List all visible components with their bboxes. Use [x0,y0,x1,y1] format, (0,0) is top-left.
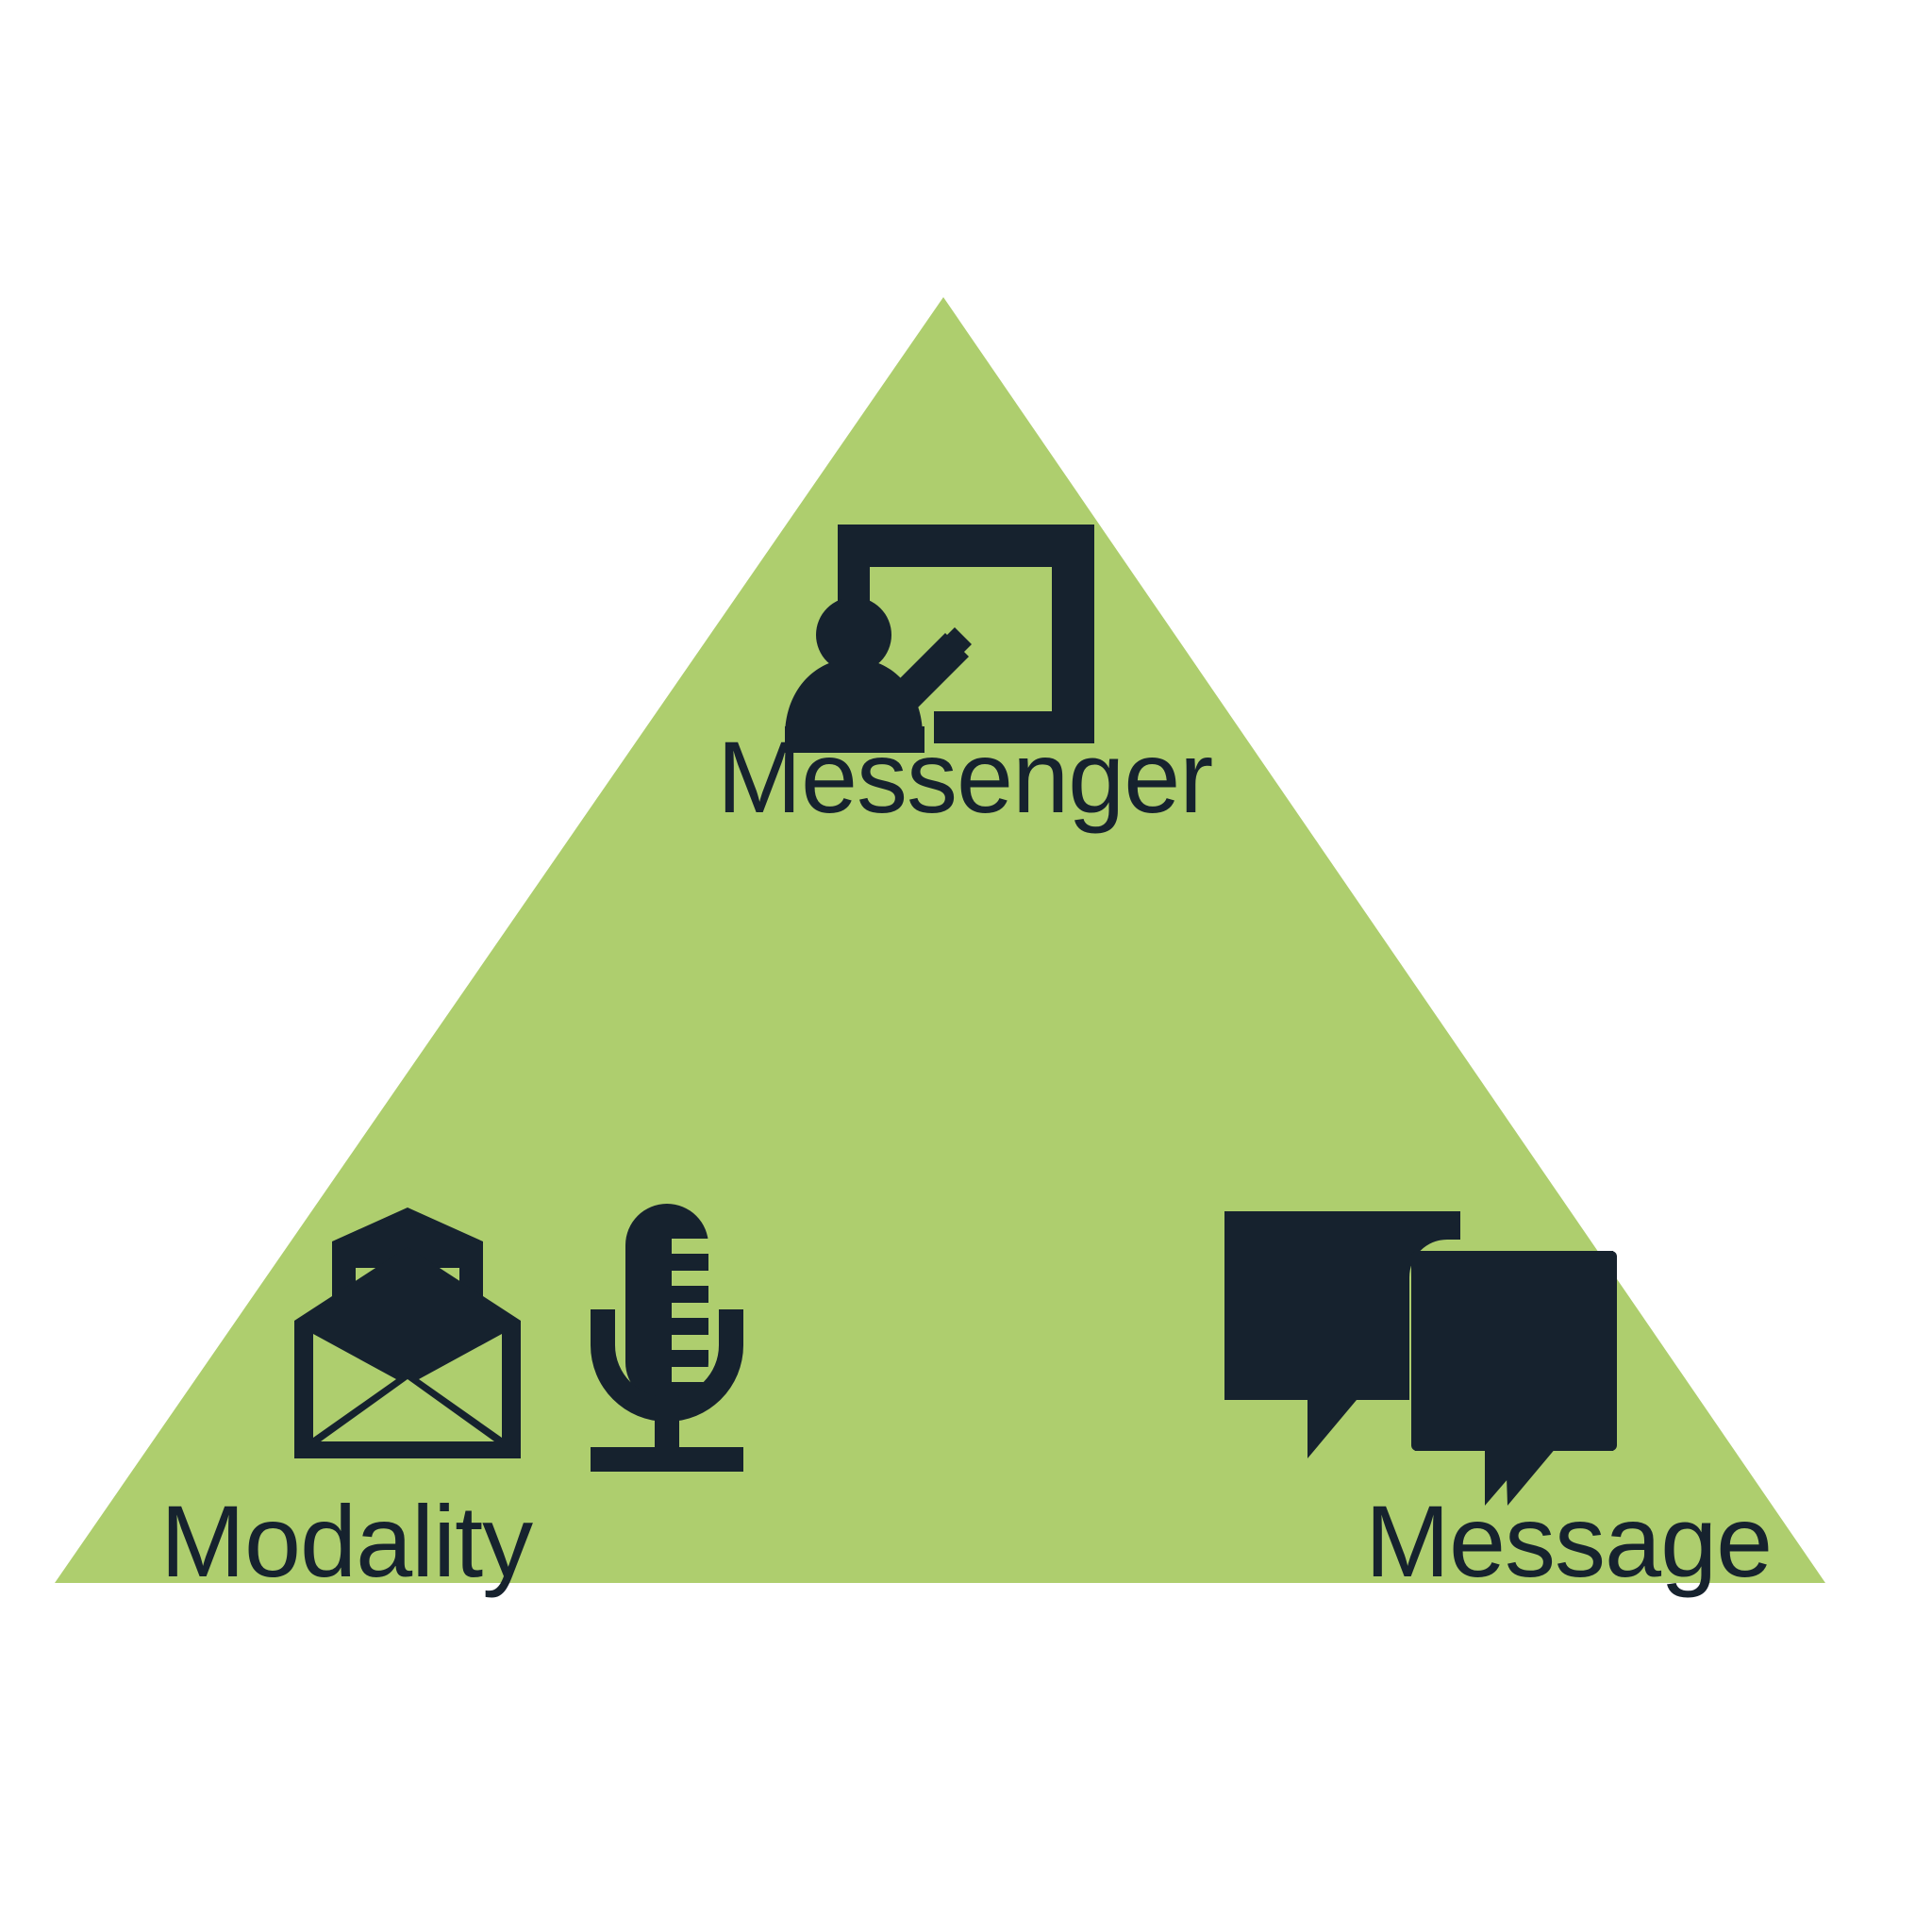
vertex-label-modality: Modality [160,1484,533,1598]
speech-bubbles-icon [1224,1211,1617,1506]
presenter-whiteboard-icon [785,525,1094,753]
vertex-label-message: Message [1365,1484,1773,1598]
vertex-label-messenger: Messenger [717,720,1213,834]
microphone-icon [591,1204,743,1472]
open-envelope-at-icon [294,1208,521,1458]
